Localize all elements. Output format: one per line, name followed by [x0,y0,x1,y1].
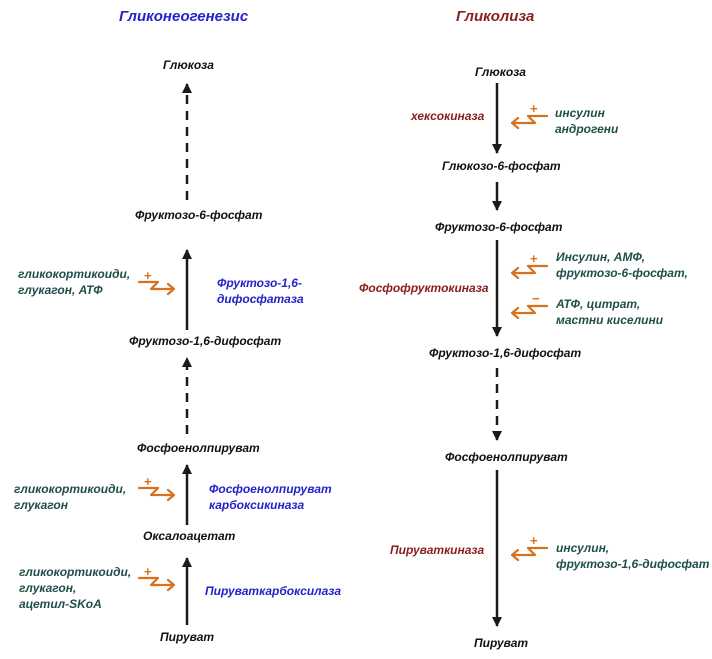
gly-hexokinase-regulator-arrow [510,114,549,130]
gng-enzyme-pepck: Фосфоенолпируват карбоксикиназа [209,481,332,513]
gng-pepck-regulator-line-1: гликокортикоиди, [14,482,127,496]
gng-fbpase-sign: + [144,268,152,283]
gly-hexokinase-regulators: инсулин андрогени [555,105,618,137]
gng-oxaloacetate: Оксалоацетат [143,529,236,543]
gng-pepck-regulators: гликокортикоиди, глукагон [14,481,126,513]
gly-pfk-inhibitor-line-1: АТФ, цитрат, [556,297,641,311]
gng-pepck-sign: + [144,474,152,489]
gly-pk-regulators: инсулин, фруктозо-1,6-дифосфат [556,540,709,572]
gng-enzyme-pc: Пируваткарбоксилаза [205,584,342,598]
gly-pfk-activator-line-1: Инсулин, АМФ, [556,250,646,264]
gng-fbpase-regulators: гликокортикоиди, глукагон, АТФ [18,266,130,298]
gng-pc-regulators: гликокортикоиди, глукагон, ацетил-SKoA [19,564,131,612]
gly-fructose-6-phosphate: Фруктозо-6-фосфат [435,220,563,234]
gng-pepck-regulator-line-2: глукагон [14,498,68,512]
gly-pfk-activator-sign: + [530,251,538,266]
gng-enzyme-fbpase-line-2: дифосфатаза [217,292,304,306]
gly-pfk-activator-arrow [510,264,549,280]
gng-fructose-1-6-bisphosphate: Фруктозо-1,6-дифосфат [129,334,282,348]
gly-pk-regulator-line-1: инсулин, [556,541,610,555]
gly-glucose: Глюкоза [475,65,526,79]
gly-pk-sign: + [530,533,538,548]
gng-enzyme-pepck-line-2: карбоксикиназа [209,498,305,512]
gng-pc-regulator-line-3: ацетил-SKoA [19,597,102,611]
gly-pfk-activator-line-2: фруктозо-6-фосфат, [556,266,688,280]
gly-pfk-activators: Инсулин, АМФ, фруктозо-6-фосфат, [556,249,688,281]
gly-pk-regulator-arrow [510,546,549,562]
gng-fbpase-regulator-line-2: глукагон, АТФ [18,283,103,297]
gng-pc-regulator-arrow [137,576,176,592]
gng-glucose: Глюкоза [163,58,214,72]
gly-pfk-inhibitors: АТФ, цитрат, мастни киселини [556,296,663,328]
gluconeogenesis-title: Гликонеогенезис [119,8,249,25]
gng-pyruvate: Пируват [160,630,215,644]
gng-enzyme-fbpase-line-1: Фруктозо-1,6- [217,276,302,290]
gng-pc-regulator-line-2: глукагон, [19,581,77,595]
gly-hexokinase-regulator-line-2: андрогени [555,122,619,136]
gly-glucose-6-phosphate: Глюкозо-6-фосфат [442,159,561,173]
gly-phosphoenolpyruvate: Фосфоенолпируват [445,450,568,464]
gly-hexokinase-regulator-line-1: инсулин [555,106,605,120]
gly-enzyme-pk: Пируваткиназа [390,543,485,557]
gly-enzyme-hexokinase: хексокиназа [411,109,485,123]
glycolysis-title: Гликолиза [456,8,535,25]
gng-fbpase-regulator-line-1: гликокортикоиди, [18,267,131,281]
gng-fbpase-regulator-arrow [137,280,176,296]
gly-pk-regulator-line-2: фруктозо-1,6-дифосфат [556,557,710,571]
gly-fructose-1-6-bisphosphate: Фруктозо-1,6-дифосфат [429,346,582,360]
gng-phosphoenolpyruvate: Фосфоенолпируват [137,441,260,455]
gng-pc-sign: + [144,564,152,579]
gly-pfk-inhibitor-line-2: мастни киселини [556,313,664,327]
gly-pfk-inhibitor-arrow [510,304,549,320]
gly-hexokinase-sign: + [530,101,538,116]
gly-pfk-inhibitor-sign: − [532,291,540,306]
gng-pc-regulator-line-1: гликокортикоиди, [19,565,132,579]
gng-fructose-6-phosphate: Фруктозо-6-фосфат [135,208,263,222]
gly-pyruvate: Пируват [474,636,529,650]
gng-pepck-regulator-arrow [137,486,176,502]
gng-enzyme-pepck-line-1: Фосфоенолпируват [209,482,332,496]
gly-enzyme-pfk: Фосфофруктокиназа [359,281,489,295]
gng-enzyme-fbpase: Фруктозо-1,6- дифосфатаза [217,275,304,307]
